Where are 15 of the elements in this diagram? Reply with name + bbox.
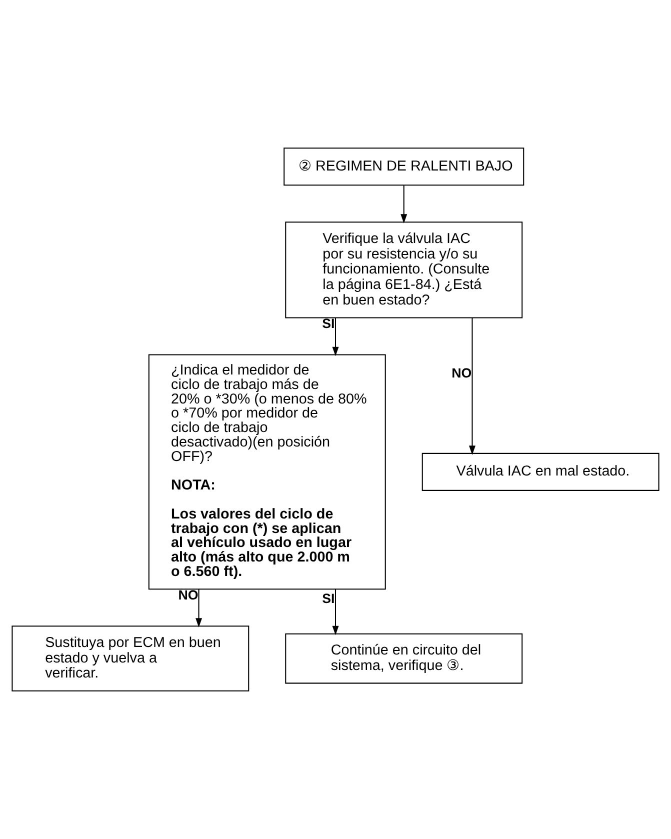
node-box: ② REGIMEN DE RALENTI BAJO <box>284 148 524 186</box>
edge-label: NO <box>452 365 472 380</box>
arrow <box>332 589 339 636</box>
edge-label: SI <box>322 316 335 331</box>
arrow <box>400 186 408 224</box>
node-box: Continúe en circuito del sistema, verifique ③. <box>285 633 523 684</box>
node-box: ¿Indica el medidor de ciclo de trabajo más de 20% o *30% (o menos de 80% o *70% por medidor de ciclo de trabajo desactivado)(en posición OFF)? NOTA: Los valores del ciclo de trabajo con (*) se aplican al vehículo usado en lugar alto (más alto que 2.000 m o 6.560 ft). <box>148 354 386 590</box>
node-box: Verifique la válvula IAC por su resistencia y/o su funcionamiento. (Consulte la página 6E1-84.) ¿Está en buen estado? <box>285 222 523 318</box>
arrow <box>468 318 476 455</box>
edge-label: SI <box>322 591 335 606</box>
arrow <box>332 318 339 356</box>
node-box: Sustituya por ECM en buen estado y vuelva a verificar. <box>12 626 250 692</box>
node-box: Válvula IAC en mal estado. <box>422 452 660 491</box>
arrow <box>196 589 202 628</box>
edge-label: NO <box>178 587 198 602</box>
